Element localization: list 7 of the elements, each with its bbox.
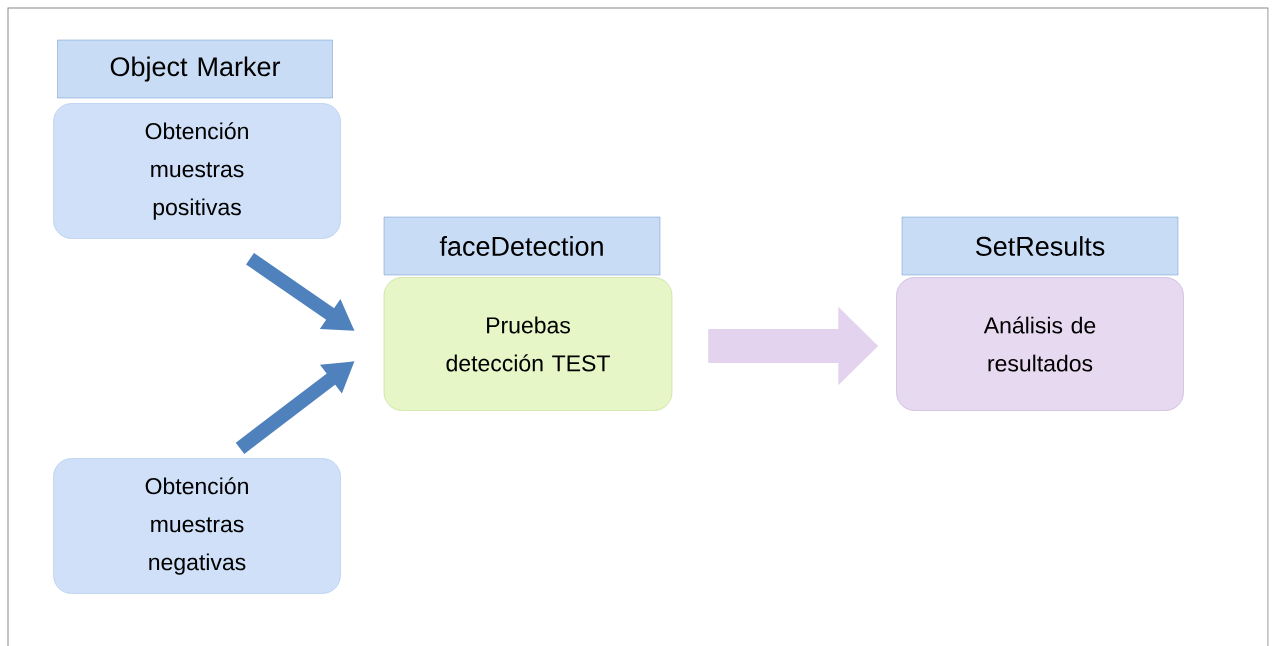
title-box: faceDetection xyxy=(383,216,661,276)
process-box: Obtención muestras negativas xyxy=(53,458,341,594)
title-box: SetResults xyxy=(901,216,1179,276)
process-box: Pruebas detección TEST xyxy=(383,277,673,411)
title-box: Object Marker xyxy=(57,39,333,99)
process-box: Análisis de resultados xyxy=(896,277,1184,411)
process-box: Obtención muestras positivas xyxy=(53,103,341,239)
